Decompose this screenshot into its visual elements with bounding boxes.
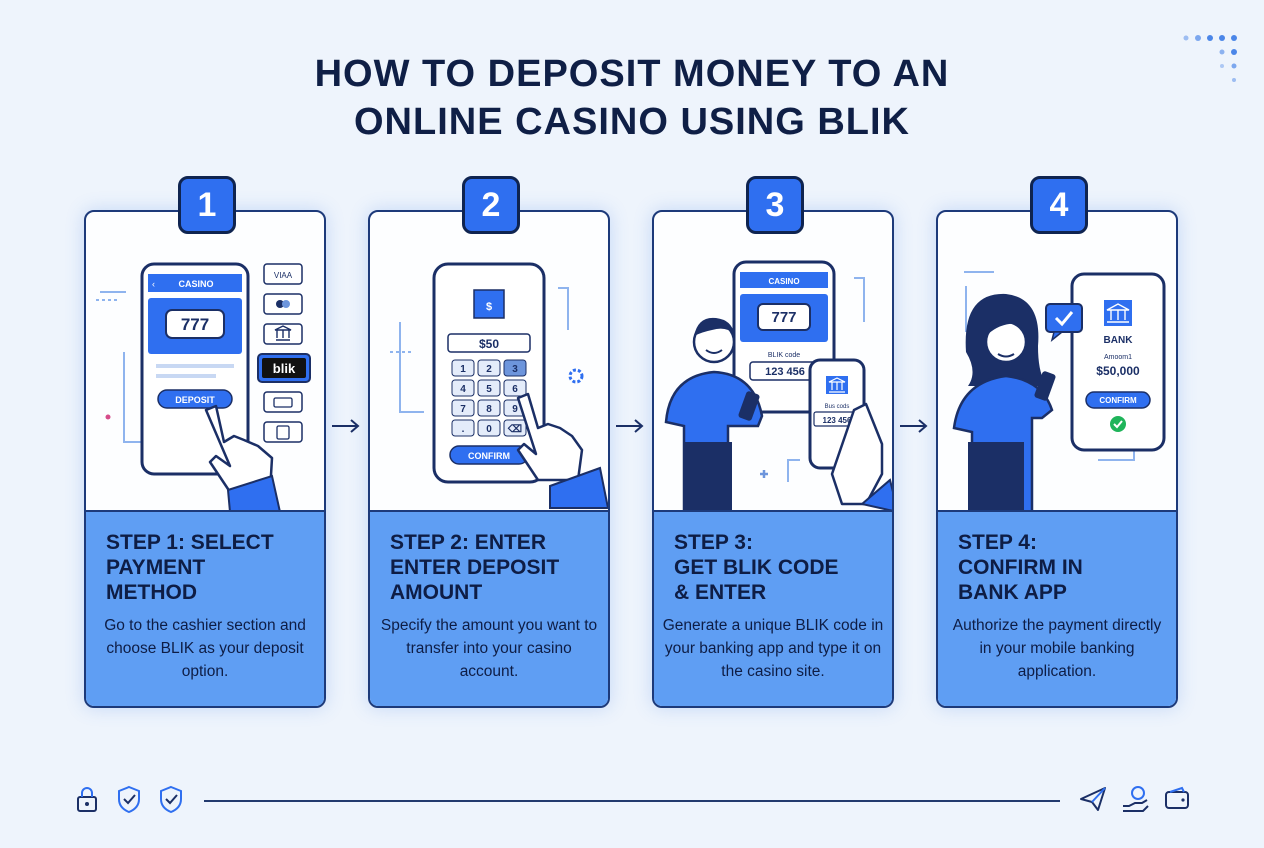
blik-method[interactable]: blik (273, 361, 296, 376)
slot-777: 777 (181, 315, 209, 334)
keypad-key[interactable] (477, 359, 501, 377)
step-card-4: 4 BANK Amoom1 $50,000 CONFIRM (936, 176, 1182, 712)
blik-code-input[interactable]: 123 456 (765, 366, 805, 378)
blik-code-illustration: CASINO 777 BLIK code 123 456 Bus cods 12… (664, 260, 892, 512)
step-card-3: 3 CASINO 777 BLIK code 123 456 Bus cods … (652, 176, 898, 712)
step-info-panel: STEP 1: SELECT PAYMENT METHOD Go to the … (86, 510, 324, 706)
footer-divider (204, 800, 1060, 802)
select-payment-illustration: CASINO ‹ 777 DEPOSIT VIAA blik (96, 262, 311, 512)
step-card-body: $ $50 1 2 3 4 5 6 7 8 9. 0 ⌫ CONFIRM STEP 2: ENTER… (368, 210, 610, 708)
keypad-key-label: 9 (512, 404, 518, 415)
keypad-key-label: 2 (486, 364, 492, 375)
keypad-key-label: 5 (486, 384, 492, 395)
keypad-key-label: 8 (486, 404, 492, 415)
confirm-button[interactable]: CONFIRM (468, 451, 510, 461)
step-card-body: CASINO ‹ 777 DEPOSIT VIAA blik STEP (84, 210, 326, 708)
keypad-key[interactable] (503, 419, 527, 437)
decorative-dots-icon (1183, 35, 1237, 82)
keypad-key[interactable] (451, 359, 475, 377)
bank-name: BANK (1104, 335, 1134, 346)
screen-casino-header: CASINO (178, 279, 213, 289)
step-description: Generate a unique BLIK code in your bank… (662, 617, 884, 680)
title-line-2: ONLINE CASINO USING BLIK (353, 101, 911, 143)
screen-casino-header: CASINO (768, 277, 799, 286)
visa-method[interactable]: VIAA (274, 271, 293, 280)
step-info-panel: STEP 2: ENTER ENTER DEPOSIT AMOUNT Speci… (370, 510, 608, 706)
step-description: Authorize the payment directly in your m… (952, 617, 1162, 680)
enter-amount-illustration: $ $50 1 2 3 4 5 6 7 8 9. 0 ⌫ CONFIRM (390, 262, 608, 509)
step-number-badge: 1 (178, 176, 236, 234)
step-card-1: 1 CASINO ‹ 777 DEPOSIT VIAA (84, 176, 330, 712)
confirm-button[interactable]: CONFIRM (1099, 396, 1137, 405)
blik-code-label: BLIK code (768, 352, 800, 359)
keypad-key[interactable] (451, 419, 475, 437)
step-card-body: BANK Amoom1 $50,000 CONFIRM STEP 4: CONF… (936, 210, 1178, 708)
paper-plane-icon (1080, 787, 1106, 811)
padlock-icon (77, 787, 97, 812)
step-number-badge: 3 (746, 176, 804, 234)
slot-777: 777 (771, 309, 796, 326)
keypad-key-label: 0 (486, 424, 492, 435)
step-title: STEP 4: CONFIRM IN BANK APP (958, 531, 1083, 604)
page-title: HOW TO DEPOSIT MONEY TO AN ONLINE CASINO… (0, 50, 1264, 146)
step-info-panel: STEP 3: GET BLIK CODE & ENTER Generate a… (654, 510, 892, 706)
keypad-key[interactable] (451, 379, 475, 397)
step-number-badge: 4 (1030, 176, 1088, 234)
step-description: Specify the amount you want to transfer … (380, 617, 598, 680)
bank-code-label: Bus cods (825, 404, 850, 410)
keypad-key[interactable] (451, 399, 475, 417)
hand-money-icon (1123, 786, 1149, 812)
amount-label: Amoom1 (1104, 354, 1132, 361)
amount-field[interactable]: $50 (479, 337, 499, 351)
keypad-key[interactable] (503, 359, 527, 377)
deposit-button[interactable]: DEPOSIT (175, 395, 215, 405)
arrow-right-icon (332, 419, 360, 433)
keypad-key-label: 1 (460, 364, 466, 375)
keypad-key[interactable] (477, 399, 501, 417)
keypad-key-label: 7 (460, 404, 466, 415)
keypad-key[interactable] (477, 379, 501, 397)
shield-check-icon (118, 785, 140, 814)
title-line-1: HOW TO DEPOSIT MONEY TO AN (314, 53, 950, 95)
shield-check-icon (160, 785, 182, 814)
keypad-key-label: 6 (512, 384, 518, 395)
keypad-key-label: . (462, 424, 465, 435)
step-number-badge: 2 (462, 176, 520, 234)
keypad-key[interactable] (503, 379, 527, 397)
confirm-bank-illustration: BANK Amoom1 $50,000 CONFIRM (952, 271, 1166, 512)
keypad-key-label: 4 (460, 384, 466, 395)
step-title: STEP 1: SELECT PAYMENT METHOD (106, 531, 274, 604)
svg-text:$: $ (486, 301, 492, 313)
bank-code-value: 123 456 (823, 416, 852, 425)
amount-value: $50,000 (1096, 364, 1140, 378)
arrow-right-icon (900, 419, 928, 433)
svg-text:‹: ‹ (152, 279, 155, 289)
step-card-body: CASINO 777 BLIK code 123 456 Bus cods 12… (652, 210, 894, 708)
keypad-key[interactable] (477, 419, 501, 437)
keypad[interactable]: 1 2 3 4 5 6 7 8 9. 0 ⌫ (451, 359, 527, 437)
step-card-2: 2 $ $50 1 2 3 4 5 6 7 8 9. 0 ⌫ CONFIRM STEP 2: ENT… (368, 176, 614, 712)
step-title: STEP 3: GET BLIK CODE & ENTER (674, 531, 839, 604)
keypad-key-label: 3 (512, 364, 518, 375)
step-title: STEP 2: ENTER ENTER DEPOSIT AMOUNT (390, 531, 560, 604)
arrow-right-icon (616, 419, 644, 433)
keypad-key-label: ⌫ (507, 424, 522, 435)
step-info-panel: STEP 4: CONFIRM IN BANK APP Authorize th… (938, 510, 1176, 706)
wallet-icon (1165, 786, 1189, 809)
step-description: Go to the cashier section and choose BLI… (104, 617, 306, 680)
